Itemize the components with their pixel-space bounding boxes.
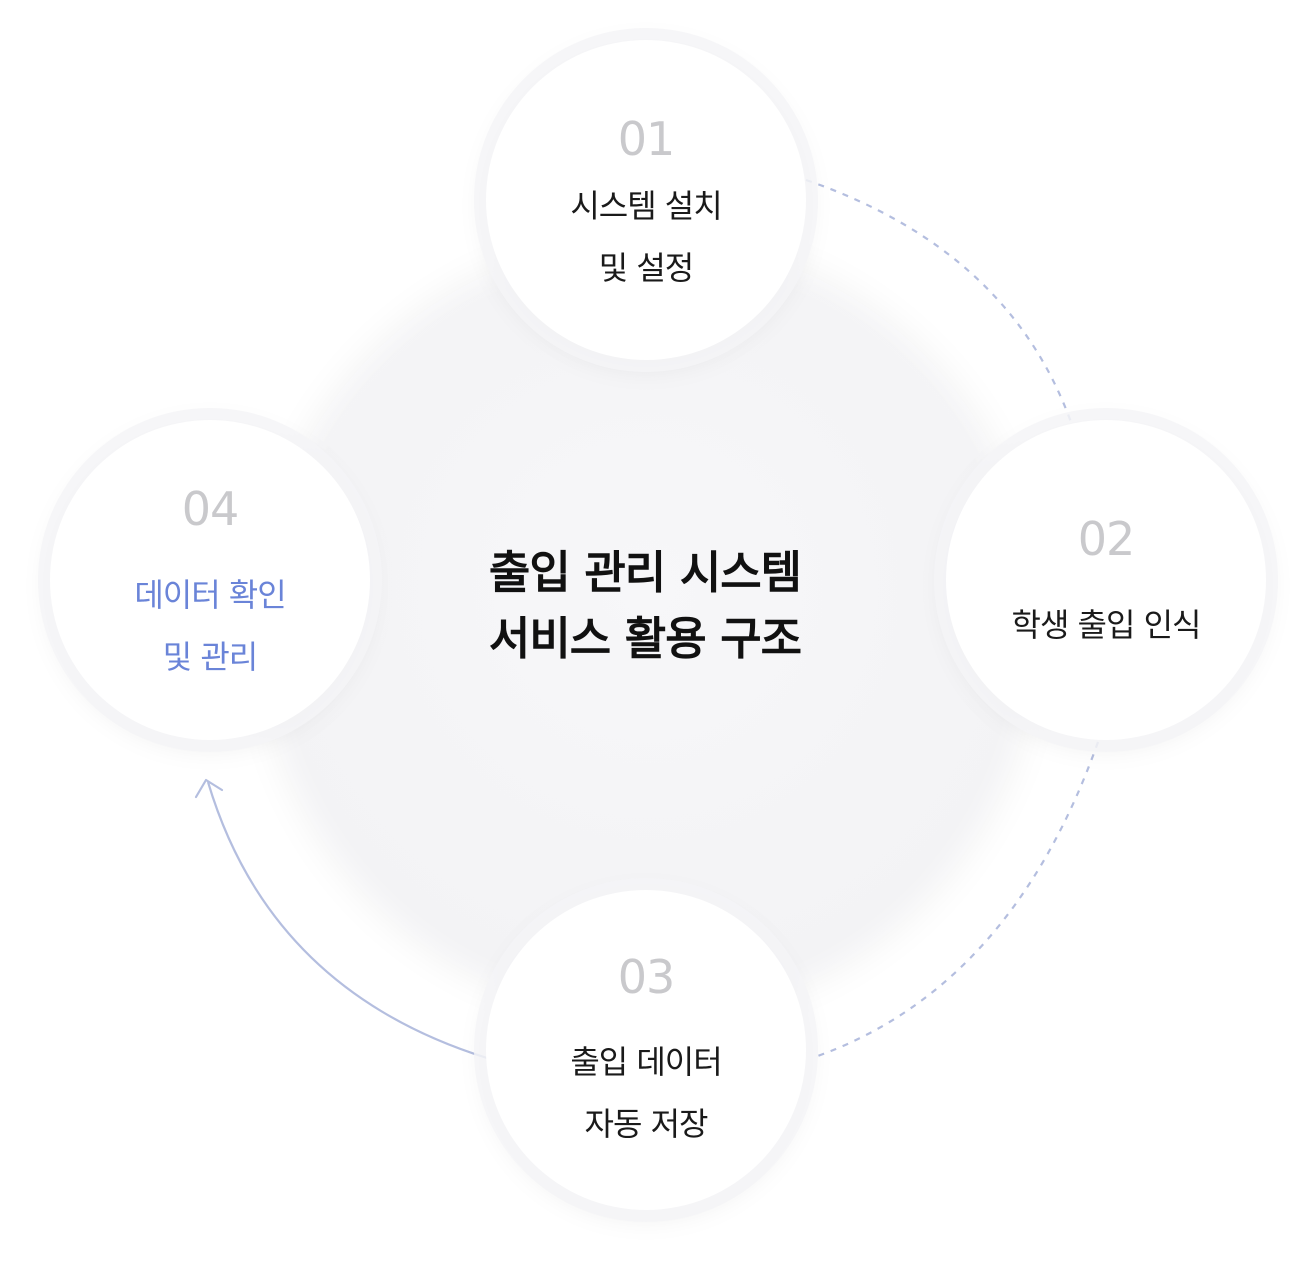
step-02-node: 02 학생 출입 인식 [946, 420, 1266, 740]
step-04-node: 04 데이터 확인 및 관리 [50, 420, 370, 740]
connector-03-04 [206, 781, 488, 1060]
step-label-line: 출입 데이터 [570, 1043, 722, 1081]
diagram-title-line-1: 출입 관리 시스템 [488, 546, 802, 599]
connector-02-03 [811, 741, 1100, 1060]
step-label: 학생 출입 인식 [946, 594, 1266, 656]
diagram-title-line-2: 서비스 활용 구조 [488, 612, 802, 665]
step-01-node: 01 시스템 설치 및 설정 [486, 40, 806, 360]
step-label-line: 데이터 확인 [134, 576, 286, 614]
step-03-node: 03 출입 데이터 자동 저장 [486, 890, 806, 1210]
diagram-title: 출입 관리 시스템 서비스 활용 구조 [360, 540, 930, 672]
center-hub [260, 240, 1036, 1016]
connector-01-02 [805, 178, 1074, 426]
step-label-line: 및 관리 [162, 638, 259, 676]
step-label-line: 시스템 설치 [570, 187, 722, 225]
step-number: 02 [1077, 512, 1136, 566]
step-label: 데이터 확인 및 관리 [50, 564, 370, 688]
step-label: 출입 데이터 자동 저장 [486, 1031, 806, 1155]
step-label-line: 학생 출입 인식 [1011, 606, 1202, 644]
arrowhead-icon [194, 778, 224, 799]
step-number: 04 [181, 482, 240, 536]
step-label-line: 및 설정 [598, 249, 695, 287]
step-number: 03 [617, 950, 676, 1004]
step-label: 시스템 설치 및 설정 [486, 175, 806, 299]
step-label-line: 자동 저장 [584, 1105, 709, 1143]
step-number: 01 [617, 112, 676, 166]
